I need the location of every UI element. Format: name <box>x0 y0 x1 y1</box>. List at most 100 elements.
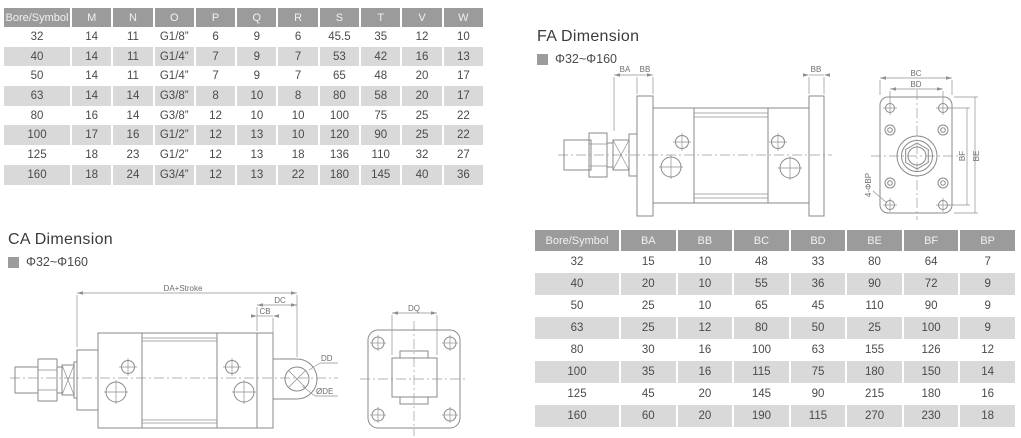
table-cell: 10 <box>677 295 733 317</box>
table-cell: 14 <box>72 86 112 106</box>
table-cell: 27 <box>443 145 483 165</box>
table-cell: 53 <box>319 46 360 67</box>
table-cell: 72 <box>903 273 959 295</box>
table-cell: 32 <box>402 145 442 165</box>
table-cell: 24 <box>113 164 153 185</box>
table-cell: 48 <box>361 66 401 87</box>
fa-dim-bc-label: BC <box>910 69 921 78</box>
table-cell: 35 <box>361 27 401 47</box>
ca-dim-dq-label: DQ <box>408 304 420 313</box>
ca-dim-cb-label: CB <box>259 307 270 316</box>
column-header: V <box>402 8 442 27</box>
column-header: T <box>361 8 401 27</box>
table-cell: 50 <box>535 295 619 317</box>
table-cell: 25 <box>847 317 902 339</box>
table-cell: 90 <box>847 273 902 295</box>
column-header: BF <box>903 230 959 251</box>
table-cell: 100 <box>535 361 619 383</box>
table-cell: 10 <box>237 105 277 126</box>
table-cell: 45.5 <box>319 27 360 47</box>
table-cell: 20 <box>677 383 733 405</box>
table-cell: G3/8” <box>154 105 194 126</box>
table-cell: 10 <box>677 273 733 295</box>
table-cell: 14 <box>960 361 1015 383</box>
column-header: BE <box>847 230 902 251</box>
table-cell: 145 <box>734 383 789 405</box>
table-cell: 10 <box>443 27 483 47</box>
fa-dim-bb-left-label: BB <box>640 65 651 74</box>
table-cell: 110 <box>847 295 902 317</box>
table-cell: 9 <box>960 295 1015 317</box>
table-cell: 17 <box>72 125 112 146</box>
table-cell: 63 <box>535 317 619 339</box>
table-cell: 16 <box>113 125 153 146</box>
ca-clevis-end-view-drawing: DQ <box>358 304 518 438</box>
table-cell: 32 <box>535 251 619 273</box>
table-cell: 55 <box>734 273 789 295</box>
table-cell: 12 <box>195 105 236 126</box>
table-cell: 25 <box>402 125 442 146</box>
table-cell: 12 <box>195 145 236 165</box>
table-cell: 12 <box>402 27 442 47</box>
fa-cylinder-side-view-drawing: BA BB BB <box>555 65 860 225</box>
table-cell: 10 <box>278 125 318 146</box>
table-cell: 64 <box>903 251 959 273</box>
table-cell: 230 <box>903 405 959 427</box>
table-cell: 9 <box>237 27 277 47</box>
table-cell: 8 <box>278 86 318 106</box>
table-cell: 14 <box>72 66 112 87</box>
table-cell: 18 <box>72 164 112 185</box>
table-cell: G1/4” <box>154 46 194 67</box>
column-header: BB <box>677 230 733 251</box>
table-cell: 16 <box>960 383 1015 405</box>
table-cell: 7 <box>195 66 236 87</box>
fa-dimension-title: FA Dimension <box>537 28 640 45</box>
table-cell: 7 <box>278 66 318 87</box>
table-cell: 270 <box>847 405 902 427</box>
table-cell: 115 <box>790 405 846 427</box>
table-cell: 14 <box>113 105 153 126</box>
table-cell: 16 <box>72 105 112 126</box>
table-cell: 14 <box>113 86 153 106</box>
table-cell: 180 <box>847 361 902 383</box>
table-cell: 12 <box>677 317 733 339</box>
table-cell: 75 <box>361 105 401 126</box>
column-header: BA <box>621 230 676 251</box>
table-cell: 42 <box>361 46 401 67</box>
table-cell: 9 <box>237 46 277 67</box>
table-cell: G1/2” <box>154 145 194 165</box>
table-cell: 13 <box>237 164 277 185</box>
table-cell: 12 <box>195 125 236 146</box>
column-header: BD <box>790 230 846 251</box>
table-cell: 80 <box>734 317 789 339</box>
table-cell: 20 <box>402 86 442 106</box>
ca-dim-de-label: ØDE <box>316 387 333 396</box>
table-cell: 10 <box>237 86 277 106</box>
table-cell: 11 <box>113 27 153 47</box>
fa-dim-be-label: BE <box>972 151 981 162</box>
table-cell: 36 <box>790 273 846 295</box>
table-cell: 25 <box>621 317 676 339</box>
table-cell: 11 <box>113 46 153 67</box>
table-cell: 32 <box>4 27 70 47</box>
table-cell: G1/2” <box>154 125 194 146</box>
table-cell: 136 <box>319 145 360 165</box>
column-header: Bore/Symbol <box>535 230 619 251</box>
table-cell: 23 <box>113 145 153 165</box>
column-header: O <box>154 8 194 27</box>
ca-cylinder-side-view-drawing: DA+Stroke DC CB DD ØDE <box>8 284 348 438</box>
table-cell: 22 <box>443 105 483 126</box>
table-cell: 80 <box>319 86 360 106</box>
